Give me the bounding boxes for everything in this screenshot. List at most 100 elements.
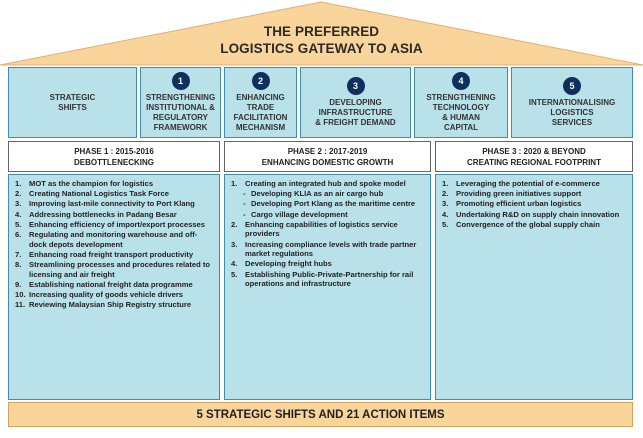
action-item-number: 9. bbox=[15, 279, 22, 289]
action-item-number: 11. bbox=[15, 300, 26, 310]
action-item-text: Improving last-mile connectivity to Port… bbox=[29, 199, 195, 209]
action-item-text: Increasing quality of goods vehicle driv… bbox=[29, 289, 184, 299]
action-item: 6. Regulating and monitoring warehouse an… bbox=[15, 230, 213, 249]
action-item-text: MOT as the champion for logistics bbox=[29, 179, 154, 188]
summary-banner: 5 STRATEGIC SHIFTS AND 21 ACTION ITEMS bbox=[8, 402, 633, 427]
action-item-text: Addressing bottlenecks in Padang Besar bbox=[29, 209, 177, 219]
action-item-text: Convergence of the global supply chain bbox=[456, 219, 600, 229]
phase-2-period: PHASE 2 : 2017-2019 bbox=[287, 147, 368, 156]
action-item-number: 1. bbox=[15, 179, 22, 188]
pillar-4: 4 STRENGTHENING TECHNOLOGY & HUMAN CAPIT… bbox=[414, 67, 508, 138]
action-sub-item: -Developing Port Klang as the maritime c… bbox=[231, 199, 424, 209]
pillar-number-badge: 1 bbox=[171, 72, 190, 90]
action-item-text: Developing KLIA as an air cargo hub bbox=[251, 189, 384, 199]
pillar-2: 2 ENHANCING TRADE FACILITATION MECHANISM bbox=[224, 67, 297, 138]
action-item: 11.Reviewing Malaysian Ship Registry str… bbox=[15, 300, 213, 310]
pillar-number-badge: 2 bbox=[251, 72, 270, 90]
pillar-number-badge: 4 bbox=[452, 72, 470, 90]
action-item-text: Enhancing road freight transport product… bbox=[29, 249, 194, 259]
phase-2-body: 1. Creating an integrated hub and spoke m… bbox=[224, 174, 431, 400]
action-item-number: 2. bbox=[231, 219, 238, 229]
action-item-text: Creating an integrated hub and spoke mod… bbox=[245, 179, 406, 188]
phase-2-header: PHASE 2 : 2017-2019 ENHANCING DOMESTIC G… bbox=[224, 141, 431, 172]
action-item-number: 2. bbox=[15, 189, 22, 199]
phase-1-list: 1. MOT as the champion for logistics 2. Cre… bbox=[15, 179, 213, 310]
action-item: 3. Increasing compliance levels with trad… bbox=[231, 240, 424, 259]
action-item: 1. Leveraging the potential of e-commerce bbox=[442, 179, 626, 189]
pillar-label: DEVELOPING INFRASTRUCTURE & FREIGHT DEMA… bbox=[315, 98, 396, 127]
action-item-number: - bbox=[243, 199, 246, 209]
action-item-number: 4. bbox=[442, 209, 449, 219]
pillar-5: 5 INTERNATIONALISING LOGISTICS SERVICES bbox=[511, 67, 633, 138]
phase-3-theme: CREATING REGIONAL FOOTPRINT bbox=[467, 158, 601, 167]
roof-shape bbox=[0, 1, 643, 66]
action-item-text: Creating National Logistics Task Force bbox=[29, 189, 169, 199]
action-item: 9. Establishing national freight data pro… bbox=[15, 280, 213, 290]
action-item-text: Enhancing efficiency of import/export pr… bbox=[29, 219, 205, 229]
action-item: 3. Improving last-mile connectivity to Po… bbox=[15, 199, 213, 209]
pillar-1: 1 STRENGTHENING INSTITUTIONAL & REGULATO… bbox=[140, 67, 221, 138]
action-item-number: 10. bbox=[15, 289, 26, 299]
action-item-text: Enhancing capabilities of logistics serv… bbox=[245, 219, 398, 239]
roof: THE PREFERRED LOGISTICS GATEWAY TO ASIA bbox=[0, 0, 643, 66]
action-item-number: 5. bbox=[442, 219, 449, 229]
phase-2-theme: ENHANCING DOMESTIC GROWTH bbox=[261, 158, 394, 167]
pillar-label: STRENGTHENING TECHNOLOGY & HUMAN CAPITAL bbox=[426, 93, 496, 132]
action-sub-item: -Developing KLIA as an air cargo hub bbox=[231, 189, 424, 199]
action-item-number: 5. bbox=[231, 269, 238, 279]
title-line-1: THE PREFERRED bbox=[263, 24, 380, 39]
action-item-number: 3. bbox=[15, 199, 22, 209]
phase-3-list: 1. Leveraging the potential of e-commerce… bbox=[442, 179, 626, 229]
action-item-number: 7. bbox=[15, 249, 22, 259]
action-item-number: 4. bbox=[231, 259, 238, 269]
action-item: 5. Establishing Public-Private-Partnershi… bbox=[231, 270, 424, 289]
action-item: 2.Providing green initiatives support bbox=[442, 189, 626, 199]
action-item-number: 5. bbox=[15, 219, 22, 229]
phase-3-body: 1. Leveraging the potential of e-commerce… bbox=[435, 174, 633, 400]
action-item-text: Promoting efficient urban logistics bbox=[456, 199, 582, 209]
action-item-text: Streamlining processes and procedures re… bbox=[29, 259, 211, 279]
phase-2-list: 1. Creating an integrated hub and spoke m… bbox=[231, 179, 424, 289]
pillar-strategic-shifts: STRATEGIC SHIFTS bbox=[8, 67, 137, 138]
pillar-label: STRENGTHENING INSTITUTIONAL & REGULATORY… bbox=[145, 93, 216, 132]
pillar-label: INTERNATIONALISING LOGISTICS SERVICES bbox=[528, 98, 616, 127]
action-item: 1. MOT as the champion for logistics bbox=[15, 179, 213, 189]
action-item-text: Developing Port Klang as the maritime ce… bbox=[251, 199, 416, 209]
action-item-text: Providing green initiatives support bbox=[456, 189, 582, 199]
phase-3-period: PHASE 3 : 2020 & BEYOND bbox=[482, 147, 586, 156]
action-item: 1. Creating an integrated hub and spoke m… bbox=[231, 179, 424, 189]
pillar-label: STRATEGIC SHIFTS bbox=[49, 92, 96, 112]
action-item: 2. Creating National Logistics Task Force bbox=[15, 189, 213, 199]
action-item: 4. Addressing bottlenecks in Padang Besar bbox=[15, 210, 213, 220]
action-item-number: 4. bbox=[15, 209, 22, 219]
action-item-number: 8. bbox=[15, 259, 22, 269]
action-item: 5. Enhancing efficiency of import/export … bbox=[15, 220, 213, 230]
action-item-text: Undertaking R&D on supply chain innovati… bbox=[456, 209, 620, 219]
action-item: 3.Promoting efficient urban logistics bbox=[442, 199, 626, 209]
phase-1-body: 1. MOT as the champion for logistics 2. Cre… bbox=[8, 174, 220, 400]
pillar-3: 3 DEVELOPING INFRASTRUCTURE & FREIGHT DE… bbox=[300, 67, 411, 138]
action-item-number: 1. bbox=[442, 179, 449, 188]
action-item-text: Reviewing Malaysian Ship Registry struct… bbox=[29, 300, 192, 310]
pillar-number-badge: 3 bbox=[346, 77, 365, 95]
action-item-text: Cargo village development bbox=[251, 209, 348, 219]
action-item-number: 1. bbox=[231, 179, 238, 188]
action-item: 2. Enhancing capabilities of logistics se… bbox=[231, 220, 424, 239]
action-item: 7. Enhancing road freight transport produ… bbox=[15, 250, 213, 260]
action-item: 4. Undertaking R&D on supply chain innova… bbox=[442, 210, 626, 220]
pillar-number-badge: 5 bbox=[563, 77, 581, 95]
action-item: 4.Developing freight hubs bbox=[231, 259, 424, 269]
action-item-text: Increasing compliance levels with trade … bbox=[245, 239, 417, 259]
phase-1-period: PHASE 1 : 2015-2016 bbox=[74, 147, 154, 156]
action-item-text: Establishing national freight data progr… bbox=[29, 279, 193, 289]
action-item: 5. Convergence of the global supply chain bbox=[442, 220, 626, 230]
action-item-text: Leveraging the potential of e-commerce bbox=[456, 179, 600, 188]
action-item: 10.Increasing quality of goods vehicle d… bbox=[15, 290, 213, 300]
title-line-2: LOGISTICS GATEWAY TO ASIA bbox=[220, 41, 423, 56]
phase-3-header: PHASE 3 : 2020 & BEYOND CREATING REGIONA… bbox=[435, 141, 633, 172]
action-item-number: 6. bbox=[15, 229, 22, 239]
action-item-text: Establishing Public-Private-Partnership … bbox=[245, 269, 414, 289]
action-item-text: Regulating and monitoring warehouse and … bbox=[29, 229, 198, 249]
action-item-number: 3. bbox=[231, 239, 238, 249]
phase-1-header: PHASE 1 : 2015-2016 DEBOTTLENECKING bbox=[8, 141, 220, 172]
